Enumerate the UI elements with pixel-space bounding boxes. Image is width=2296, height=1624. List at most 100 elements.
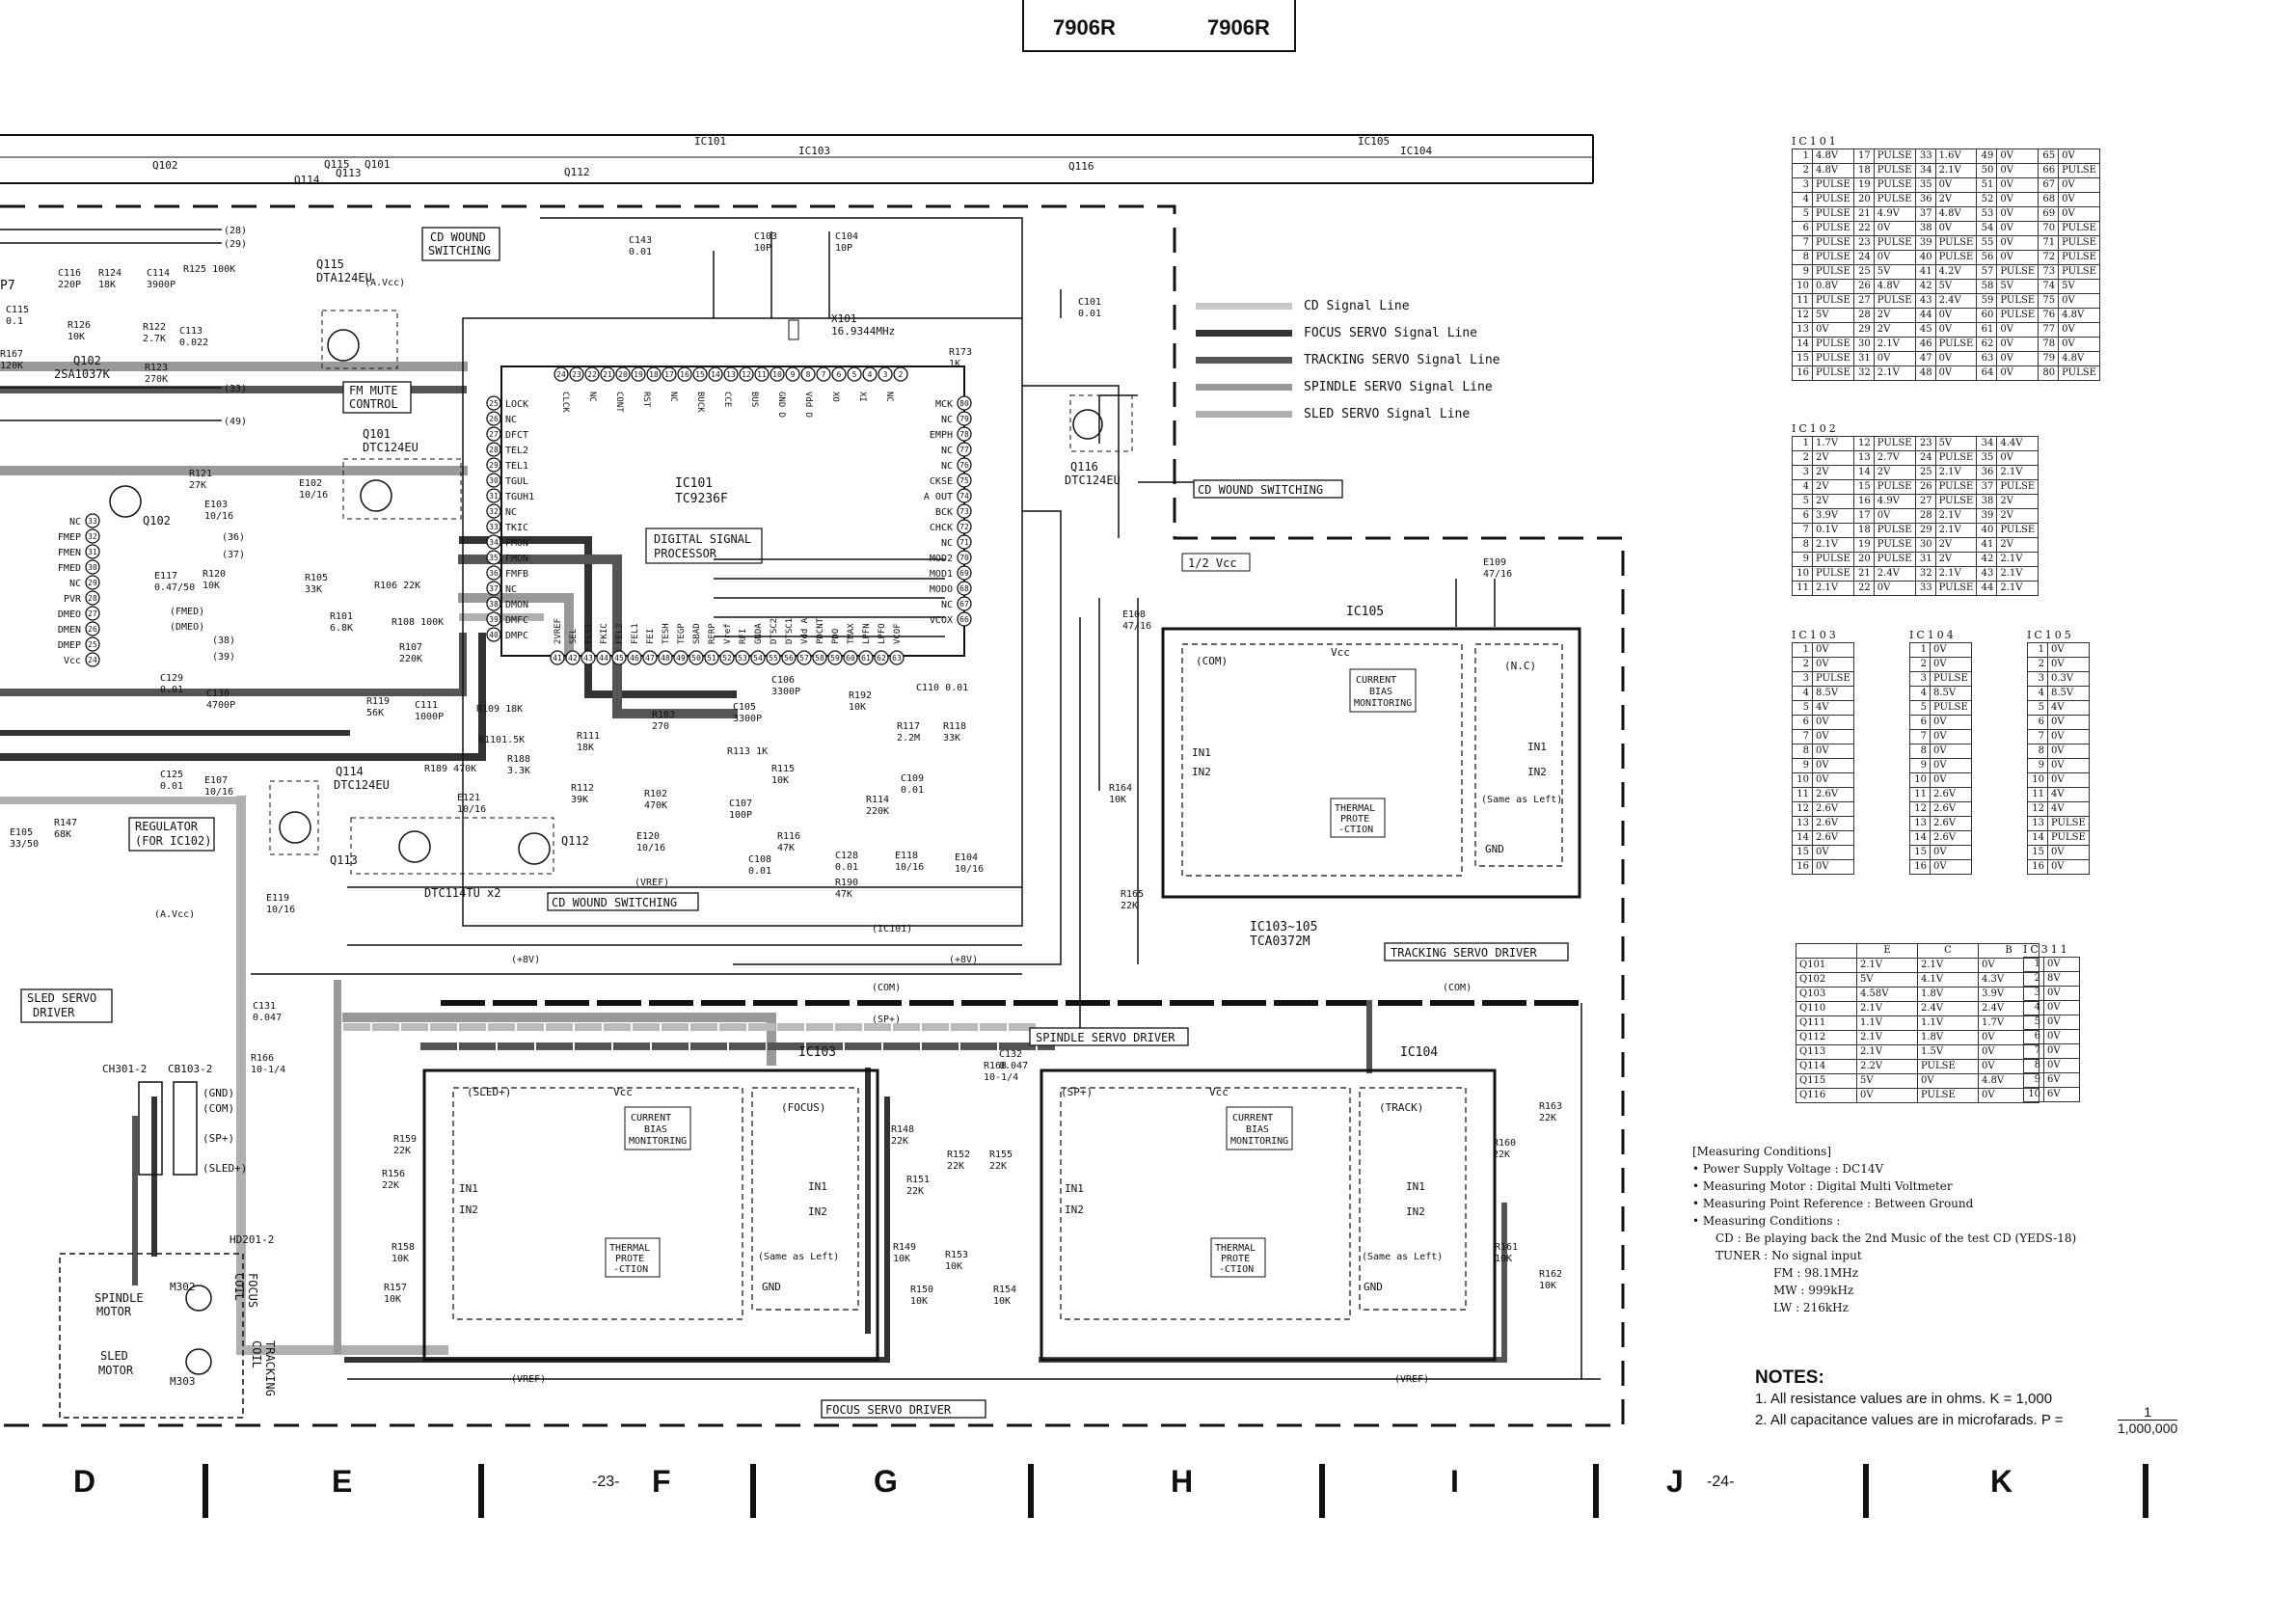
legend-swatch <box>1196 329 1292 337</box>
table-cell: 2V <box>1996 537 2039 553</box>
table-cell: 13 <box>1909 816 1931 831</box>
table-cell: 0V <box>1917 1073 1979 1089</box>
component-r116: 47K <box>777 843 795 853</box>
left-pin-label: PVR <box>64 594 82 605</box>
table-cell: 0V <box>1996 206 2039 222</box>
ic101-pin <box>847 366 862 382</box>
table-cell: 0V <box>1996 337 2039 352</box>
table-cell: 0V <box>1812 642 1854 658</box>
ic105-part: TCA0372M <box>1250 934 1310 949</box>
ic101-pin-number: 12 <box>742 370 751 379</box>
ic101-bottom-pin-label: FEI <box>646 629 656 644</box>
ic103-focus: (FOCUS) <box>781 1101 825 1114</box>
sled-driver-l2: DRIVER <box>33 1006 75 1019</box>
ic105-in2: IN2 <box>1192 766 1211 778</box>
table-cell: 10 <box>1792 279 1813 294</box>
table-cell: 8V <box>2043 971 2080 987</box>
component-c125: 0.01 <box>160 781 183 792</box>
bus-q114: Q114 <box>294 174 320 186</box>
ic101-pin-label: NC <box>941 415 953 425</box>
table-cell: PULSE <box>1996 479 2039 495</box>
table-cell: Q113 <box>1796 1044 1857 1060</box>
table-cell: 6 <box>2027 715 2048 730</box>
ic103-sled: (SLED+) <box>467 1086 511 1098</box>
ic101-pin <box>554 366 569 382</box>
table-cell: PULSE <box>1873 163 1916 178</box>
m303-symbol <box>185 1348 212 1375</box>
table-cell: 36 <box>1976 465 1998 480</box>
ic101-pin-number: 39 <box>489 615 499 624</box>
table-cell: 4 <box>1792 686 1813 701</box>
ic105-parts-range: IC103~105 <box>1250 920 1317 934</box>
table-cell: 4 <box>2023 1000 2044 1015</box>
ic101-top-pin-label: BUCK <box>695 392 705 413</box>
table-cell: Q116 <box>1796 1088 1857 1103</box>
component-c106: C106 <box>771 675 795 686</box>
component-c108: 0.01 <box>748 866 771 877</box>
ic101-pin <box>827 650 843 665</box>
table-header-cell: E <box>1856 943 1918 959</box>
measuring-line: FM : 98.1MHz <box>1773 1266 1859 1280</box>
grid-divider <box>2143 1464 2148 1518</box>
net-29: (29) <box>224 239 247 250</box>
ic101-pin <box>843 650 858 665</box>
ic101-pin-number: 21 <box>603 370 612 379</box>
table-cell: 2.6V <box>1812 787 1854 802</box>
net-38: (38) <box>212 636 235 646</box>
spindle-motor-l2: MOTOR <box>96 1305 132 1318</box>
left-pin-number: 29 <box>88 579 97 587</box>
component-r168: 10-1/4 <box>984 1072 1018 1083</box>
table-cell: 0V <box>2047 772 2090 788</box>
component-c104: 10P <box>835 243 852 254</box>
grid-letter-i: I <box>1450 1464 1459 1499</box>
ic101-bottom-pin-label: SEL <box>569 629 579 644</box>
table-cell: 16 <box>1852 494 1875 509</box>
table-cell: 2 <box>1792 450 1813 466</box>
component-c113: 0.022 <box>179 338 208 348</box>
component-e118: 10/16 <box>895 862 924 873</box>
ic101-pin-label: FMON <box>505 554 528 564</box>
signal-traces <box>0 362 1584 1363</box>
ic101-top-pin-label: XI <box>857 392 867 402</box>
table-cell: 14 <box>1909 830 1931 846</box>
model-label-left: 7906R <box>1053 15 1116 40</box>
table-cell: 2.7V <box>1873 450 1916 466</box>
ic101-pin-label: NC <box>941 538 953 549</box>
table-cell: 76 <box>2038 308 2060 323</box>
ic101-pin <box>581 650 596 665</box>
component-e117: 0.47/50 <box>154 582 195 593</box>
component-r101: R101 <box>330 611 353 622</box>
ic103-block: IC103 (SLED+) (FOCUS) IN1 IN2 IN1 IN2 (S… <box>422 1045 879 1362</box>
component-r173: 1K <box>949 359 960 369</box>
table-cell: 16 <box>1909 859 1931 875</box>
component-r151: R151 <box>906 1175 930 1185</box>
left-pin-number: 32 <box>88 532 97 541</box>
table-cell: 0V <box>1996 177 2039 193</box>
left-pin <box>85 636 100 652</box>
table-cell: 4.1V <box>1917 972 1979 988</box>
ic101-pin <box>957 457 972 473</box>
table-cell: 36 <box>1914 192 1936 207</box>
table-cell: PULSE <box>1917 1088 1979 1103</box>
ic101-pin-label: EMPH <box>930 430 953 441</box>
table-cell: 19 <box>1852 537 1875 553</box>
ic101-bottom-pin-label: TMAX <box>847 623 856 644</box>
regulator-l2: (FOR IC102) <box>135 834 211 848</box>
table-cell: 13 <box>1852 450 1875 466</box>
table-cell: 8.5V <box>2047 686 2090 701</box>
table-cell: 9 <box>1909 758 1931 773</box>
ic101-pin-number: 69 <box>959 569 969 578</box>
table-cell: PULSE <box>2047 816 2090 831</box>
component-c103: 10P <box>754 243 771 254</box>
ic101-bottom-pin-label: VCOF <box>893 623 903 644</box>
bus-ic105: IC105 <box>1358 135 1390 148</box>
table-cell: 15 <box>1909 845 1931 860</box>
